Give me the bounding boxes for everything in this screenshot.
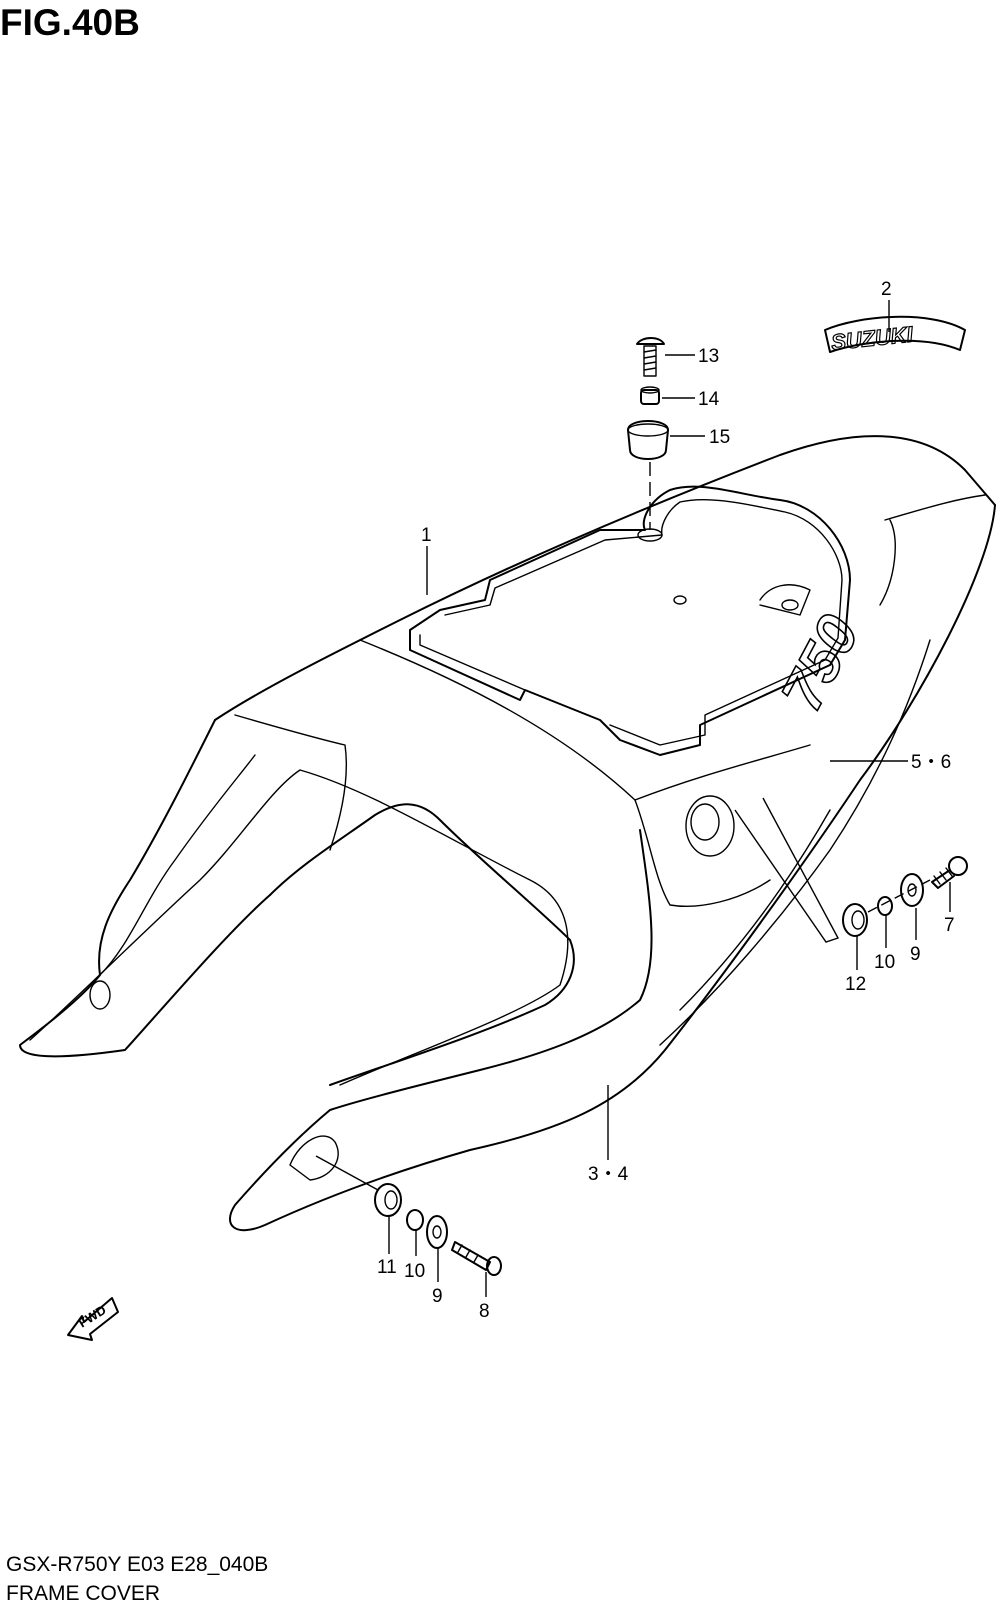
frame-cover-part[interactable] [19,435,996,1232]
model-750-decal[interactable]: 750 [768,604,872,722]
model-750-decal-text: 750 [769,605,872,721]
callout-9-right: 9 [910,944,921,965]
suzuki-emblem-text: SUZUKI [830,321,915,355]
callout-11: 11 [377,1257,397,1278]
bolt-13-part[interactable] [636,337,665,377]
callout-9-lower: 9 [432,1286,443,1307]
washer-9b-part[interactable] [426,1215,448,1249]
callout-1: 1 [421,525,432,546]
callout-7: 7 [944,915,955,936]
collar-10a-part[interactable] [877,896,893,916]
callout-3-4: 3・4 [588,1164,629,1185]
callout-10-right: 10 [874,952,895,973]
grommet-12-part[interactable] [842,903,868,937]
callout-10-lower: 10 [404,1261,425,1282]
callout-2: 2 [881,279,892,300]
callout-5-6: 5・6 [911,752,951,773]
cushion-15-part[interactable] [627,420,669,460]
bolt-7-part[interactable] [931,856,968,889]
model-code: GSX-R750Y E03 E28_040B [6,1553,269,1576]
figure-title: FIG.40B [0,2,140,43]
callout-13: 13 [698,346,719,367]
washer-9a-part[interactable] [900,873,924,907]
suzuki-emblem-part[interactable]: SUZUKI [824,315,966,356]
section-name: FRAME COVER [6,1582,161,1605]
callout-8: 8 [479,1301,490,1322]
grommet-11-part[interactable] [374,1183,402,1217]
callout-14: 14 [698,389,720,410]
collar-14-part[interactable] [640,386,660,405]
callout-15: 15 [709,427,730,448]
bolt-8-part[interactable] [451,1241,502,1276]
collar-10b-part[interactable] [406,1209,424,1231]
callout-12: 12 [845,974,866,995]
forward-arrow-icon: FWD [67,1297,119,1341]
